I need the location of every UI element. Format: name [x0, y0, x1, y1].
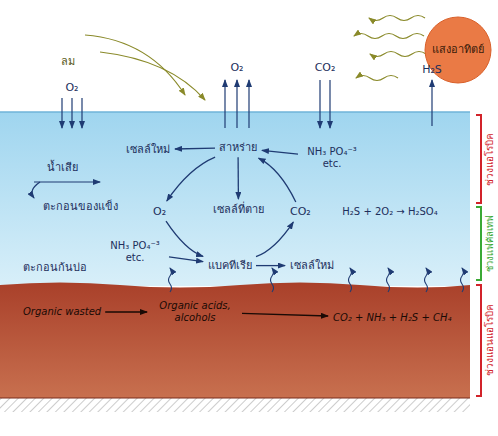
gas-arrow — [329, 80, 330, 128]
sun-ray — [356, 76, 398, 81]
node-text: NH₃ PO₄⁻³ etc. — [105, 240, 165, 264]
node-text: เซลล์ใหม่ — [126, 143, 170, 156]
gas-bubble-arrow — [169, 268, 172, 292]
wind-arrows — [85, 35, 205, 100]
node-text: Organic acids, alcohols — [152, 300, 238, 324]
gas-label: CO₂ — [315, 61, 336, 74]
gas-arrow — [236, 80, 237, 128]
reaction-label: H₂S + 2O₂ → H₂SO₄ — [342, 206, 437, 218]
node-text: CO₂ — [290, 205, 311, 218]
flow-arrow — [169, 257, 203, 262]
zone-bracket — [476, 207, 481, 280]
sludge-layer — [0, 283, 470, 399]
flow-arrow — [167, 157, 215, 201]
sun-rays — [354, 16, 426, 81]
flow-arrow — [259, 158, 296, 202]
water — [0, 112, 470, 286]
gas-bubble-arrow — [271, 268, 274, 292]
wind-arrow — [100, 52, 205, 100]
gas-arrow — [71, 98, 72, 128]
gas-arrow — [319, 80, 320, 128]
gas-arrow — [81, 98, 82, 128]
sludge-process: CO₂ + NH₃ + H₂S + CH₄ — [331, 311, 453, 325]
cycle-item: เซลล์ใหม่ — [124, 142, 172, 157]
node-text: แบคทีเรีย — [208, 259, 252, 272]
flow-arrow — [166, 221, 203, 256]
node-text: สาหร่าย — [219, 141, 257, 154]
nutrient-item: NH₃ PO₄⁻³ etc. — [300, 145, 364, 171]
nutrient-item: NH₃ PO₄⁻³ etc. — [103, 239, 167, 265]
gas-bubble-arrow — [349, 268, 352, 292]
pond-bottom-line — [0, 398, 470, 399]
node-text: แสงอาทิตย์ — [432, 43, 484, 56]
sun-ray — [354, 34, 424, 39]
cycle-item: O₂ — [151, 204, 168, 219]
node-text: O₂ — [153, 205, 166, 218]
gas-arrows — [62, 80, 432, 128]
sun-ray — [370, 52, 426, 57]
flow-arrow — [256, 222, 293, 257]
zone-label: ช่วงแฟคัลเทฟ — [484, 215, 495, 272]
node-text: Organic wasted — [23, 306, 101, 318]
water-surface — [0, 111, 470, 113]
flow-arrow — [105, 311, 147, 312]
sun-ray — [369, 16, 425, 21]
gas-arrow — [248, 80, 249, 128]
sludge-process: Organic acids, alcohols — [150, 299, 240, 325]
cycle-item: เซลล์ที่ตาย — [211, 202, 266, 217]
sediment-label: ตะกอนของแข็ง — [43, 200, 118, 213]
zone-bracket — [476, 115, 481, 203]
gas-arrow — [431, 80, 432, 126]
gas-bubble-arrow — [425, 268, 428, 292]
flow-arrow — [237, 157, 239, 199]
sediment-arrow — [32, 182, 40, 198]
gas-bubble-arrow — [387, 268, 390, 292]
wind-arrow — [85, 35, 185, 95]
sludge-process: Organic wasted — [21, 305, 103, 319]
gas-bubble-arrow — [461, 268, 464, 292]
wind-label: ลม — [61, 55, 75, 68]
node-text: เซลล์ที่ตาย — [213, 203, 264, 216]
zone-bracket — [476, 285, 481, 396]
zone-label: ช่วงแอนแอโรบิค — [484, 304, 496, 376]
gas-arrow — [224, 80, 225, 128]
cycle-item: เซลล์ใหม่ — [288, 258, 336, 273]
node-text: CO₂ + NH₃ + H₂S + CH₄ — [333, 312, 451, 324]
pond-bottom — [0, 398, 470, 412]
node-text: เซลล์ใหม่ — [290, 259, 334, 272]
zone-label: ช่วงแอโรบิค — [484, 133, 496, 186]
node-text: NH₃ PO₄⁻³ etc. — [302, 146, 362, 170]
flow-arrow — [175, 147, 215, 149]
flow-arrow — [262, 150, 298, 154]
cycle-item: CO₂ — [288, 204, 313, 219]
cycle-item: สาหร่าย — [217, 140, 259, 155]
wastewater-arrow — [34, 181, 100, 182]
flow-arrow — [242, 313, 328, 316]
zone-brackets — [476, 115, 481, 396]
sludge-label: ตะกอนก้นบ่อ — [23, 261, 87, 274]
inflow-arrows — [32, 182, 100, 198]
flow-arrow — [256, 265, 285, 266]
gas-arrow — [61, 98, 62, 128]
inflow-label: น้ำเสีย — [47, 161, 78, 174]
gas-label: O₂ — [230, 61, 243, 74]
cycle-item: แบคทีเรีย — [206, 258, 254, 273]
gas-label: O₂ — [65, 81, 78, 94]
gas-label: H₂S — [422, 63, 442, 76]
